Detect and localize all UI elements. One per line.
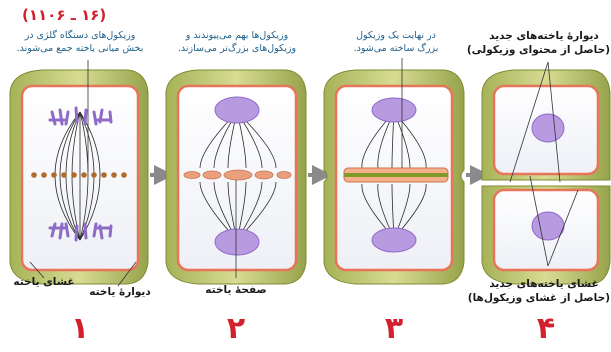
stage-2-caption-line-1: وزیکول‌ها بهم می‌پیوندند و — [164, 30, 310, 42]
nucleus-bottom — [215, 229, 259, 255]
stage-number-4: ۴ — [526, 312, 566, 346]
stage-number-2: ۲ — [216, 312, 256, 346]
stage-2-caption-line-2: وزیکول‌های بزرگ‌تر می‌سازند. — [164, 43, 310, 55]
cell-stage-3 — [324, 58, 464, 284]
label-new-membrane-line-2: (حاصل از غشای وزیکول‌ها) — [478, 292, 610, 305]
nucleus-top — [372, 98, 416, 122]
nucleus-top — [215, 97, 259, 123]
stage-1-caption-line-1: وزیکول‌های دستگاه گلژی در — [6, 30, 154, 42]
cell-stage-2 — [166, 70, 306, 284]
stage-number-1: ۱ — [60, 312, 100, 346]
label-cell-wall: دیوارهٔ یاخته — [84, 286, 156, 299]
cell-stage-1 — [10, 60, 148, 286]
stage-3-caption-line-1: در نهایت یک وزیکول — [326, 30, 466, 42]
page-title: (۱۶ ـ ۱۱۰۶) — [22, 6, 132, 24]
nucleus-bottom — [532, 212, 564, 240]
label-cell-plate: صفحهٔ یاخته — [192, 284, 280, 297]
stage-4-caption-line-1: دیوارهٔ یاخته‌های جدید — [478, 30, 610, 43]
label-new-membrane-line-1: غشای یاخته‌های جدید — [478, 278, 610, 291]
stage-4-caption-line-2: (حاصل از محتوای وزیکولی) — [478, 44, 610, 57]
stage-number-3: ۳ — [374, 312, 414, 346]
forming-wall — [344, 173, 448, 177]
cell-stage-4 — [482, 62, 610, 284]
stage-3-caption-line-2: بزرگ ساخته می‌شود. — [326, 43, 466, 55]
label-cell-membrane: غشای یاخته — [4, 276, 84, 289]
stage-1-caption-line-2: بخش میانی یاخته جمع می‌شوند. — [6, 43, 154, 55]
nucleus-top — [532, 114, 564, 142]
nucleus-bottom — [372, 228, 416, 252]
